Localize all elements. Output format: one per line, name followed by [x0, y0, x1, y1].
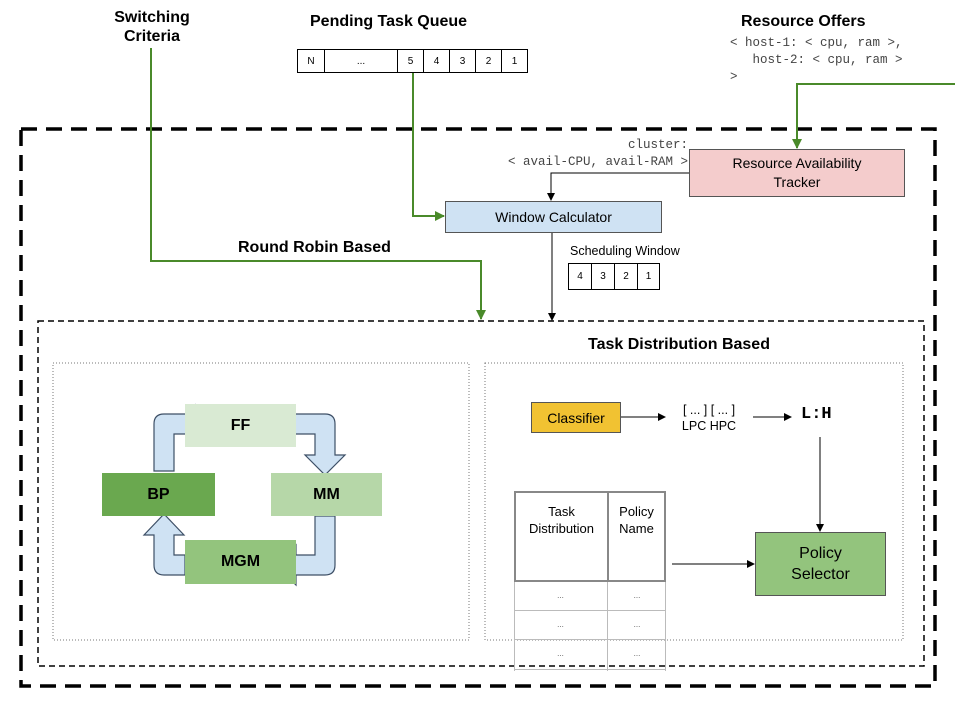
- inner-policy-frame: [37, 320, 925, 667]
- mgm-policy-box: MGM: [185, 540, 296, 584]
- switching-criteria-label: Switching Criteria: [114, 9, 190, 45]
- lpc-hpc-brackets: [ ... ] [ ... ]: [682, 403, 736, 417]
- table-cell: ...: [633, 620, 641, 629]
- policy-table: Task Distribution Policy Name ... ... ..…: [514, 491, 666, 671]
- policy-table-header: [514, 491, 666, 582]
- classifier-box: Classifier: [531, 402, 621, 433]
- mm-policy-box: MM: [271, 473, 382, 516]
- queue-to-window-arrow: [412, 73, 445, 221]
- header-policy-name: Policy Name: [619, 504, 654, 536]
- bp-policy-box: BP: [102, 473, 215, 516]
- task-distribution-panel: [484, 362, 904, 641]
- table-cell: ...: [633, 649, 641, 658]
- window-calculator: Window Calculator: [445, 201, 662, 233]
- window-cell: 4: [569, 264, 592, 289]
- lpc-hpc-label: [ ... ] [ ... ] LPC HPC: [666, 402, 752, 434]
- queue-cell: 4: [424, 50, 450, 72]
- queue-cell: 2: [476, 50, 502, 72]
- policy-table-body-divider: [607, 582, 608, 671]
- lh-ratio-label: L:H: [801, 405, 832, 424]
- table-cell: ...: [633, 591, 641, 600]
- cluster-availability-label: cluster: < avail-CPU, avail-RAM >: [507, 138, 688, 169]
- policy-table-divider: [607, 491, 609, 582]
- resource-availability-tracker: Resource Availability Tracker: [689, 149, 905, 197]
- tracker-to-window-arrow: [547, 172, 689, 201]
- queue-cell: 1: [511, 55, 518, 67]
- scheduling-window: 4 3 2 1: [568, 263, 660, 290]
- queue-cell: 5: [398, 50, 424, 72]
- row-separator: [514, 610, 666, 611]
- header-task-distribution: Task Distribution: [528, 504, 595, 536]
- scheduling-window-label: Scheduling Window: [570, 244, 680, 258]
- policy-table-body: [514, 582, 666, 671]
- table-cell: ...: [557, 591, 564, 600]
- window-cell: 2: [615, 264, 638, 289]
- cycle-arrow-mgm-to-bp: [142, 513, 186, 576]
- resource-offers-title: Resource Offers: [741, 13, 866, 30]
- window-cell: 1: [645, 271, 652, 282]
- window-cell: 3: [592, 264, 615, 289]
- switching-criteria-arrow: [150, 48, 486, 320]
- resource-offers-body: < host-1: < cpu, ram >, host-2: < cpu, r…: [730, 36, 903, 84]
- round-robin-panel: [52, 362, 470, 641]
- policy-selector-box: Policy Selector: [755, 532, 886, 596]
- offers-to-tracker-arrow: [792, 83, 955, 149]
- row-separator: [514, 639, 666, 640]
- lpc-hpc-names: LPC HPC: [681, 419, 737, 433]
- queue-cell: ...: [325, 50, 398, 72]
- outer-system-frame: [19, 127, 937, 688]
- ff-policy-box: FF: [185, 404, 296, 447]
- cycle-arrow-ff-to-mm: [280, 413, 347, 476]
- round-robin-label: Round Robin Based: [238, 239, 391, 256]
- table-cell: ...: [557, 649, 564, 658]
- row-separator: [514, 669, 666, 670]
- pending-task-queue: N ... 5 4 3 2 1: [297, 49, 528, 73]
- table-cell: ...: [557, 620, 564, 629]
- pending-queue-title: Pending Task Queue: [310, 13, 468, 30]
- task-distribution-label: Task Distribution Based: [588, 336, 770, 353]
- queue-cell: 3: [450, 50, 476, 72]
- queue-cell: N: [298, 50, 325, 72]
